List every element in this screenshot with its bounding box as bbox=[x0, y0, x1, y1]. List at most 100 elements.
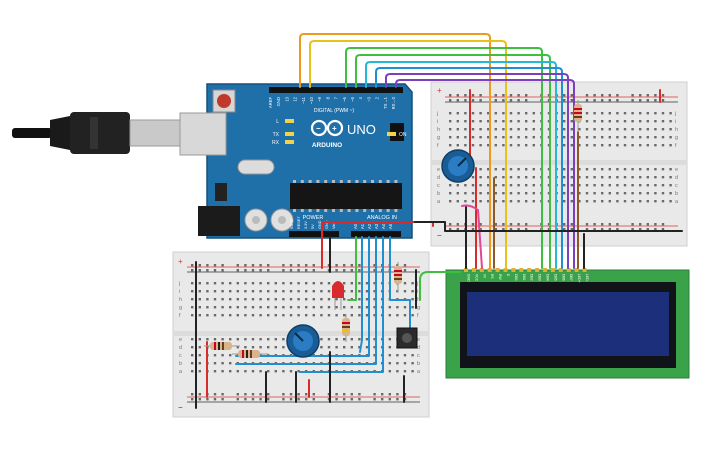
terminal-hole bbox=[631, 200, 634, 203]
terminal-hole bbox=[373, 338, 376, 341]
terminal-hole bbox=[654, 120, 657, 123]
rail-hole bbox=[206, 264, 209, 267]
led-body bbox=[332, 281, 344, 298]
terminal-hole bbox=[509, 112, 513, 115]
terminal-hole bbox=[213, 314, 217, 317]
terminal-hole bbox=[639, 128, 642, 131]
row-letter: e bbox=[417, 337, 420, 343]
terminal-hole bbox=[646, 200, 649, 203]
terminal-hole bbox=[593, 112, 596, 115]
rail-hole bbox=[585, 99, 589, 102]
potentiometer-lcd[interactable] bbox=[441, 149, 475, 183]
chip-pin bbox=[332, 209, 335, 212]
analog-pin-label: A0 bbox=[353, 223, 358, 229]
analog-pin-label: A2 bbox=[367, 223, 372, 229]
chip-pin bbox=[332, 180, 335, 183]
rail-hole bbox=[494, 94, 497, 97]
analog-pin-label: A1 bbox=[360, 223, 365, 229]
power-pin-label: 5V bbox=[311, 224, 315, 229]
led-rx-indicator bbox=[285, 140, 294, 144]
terminal-hole bbox=[661, 192, 665, 195]
terminal-hole bbox=[289, 298, 293, 301]
terminal-hole bbox=[563, 112, 566, 115]
rail-hole bbox=[616, 223, 619, 226]
terminal-hole bbox=[411, 306, 414, 309]
terminal-hole bbox=[661, 136, 665, 139]
reset-button[interactable] bbox=[217, 94, 231, 108]
power-pin-label: Vin bbox=[332, 224, 336, 229]
chip-pin bbox=[339, 180, 343, 183]
terminal-hole bbox=[403, 314, 407, 317]
rail-hole bbox=[494, 228, 497, 231]
row-letter: b bbox=[675, 191, 678, 197]
terminal-hole bbox=[494, 112, 497, 115]
rail-hole bbox=[654, 94, 657, 97]
terminal-hole bbox=[464, 200, 467, 203]
terminal-hole bbox=[509, 168, 513, 171]
terminal-hole bbox=[593, 136, 596, 139]
terminal-hole bbox=[320, 338, 323, 341]
row-letter: e bbox=[675, 167, 678, 173]
rail-hole bbox=[191, 393, 194, 396]
terminal-hole bbox=[343, 338, 346, 341]
terminal-hole bbox=[297, 370, 300, 373]
rail-hole bbox=[305, 393, 308, 396]
bb1-minus-label: − bbox=[437, 231, 442, 240]
usb-plug-metal bbox=[129, 119, 187, 147]
wire-a1-resistor bbox=[359, 236, 363, 353]
terminal-hole bbox=[411, 362, 414, 365]
terminal-hole bbox=[563, 120, 566, 123]
terminal-hole bbox=[236, 306, 239, 309]
terminal-hole bbox=[517, 192, 520, 195]
terminal-hole bbox=[532, 184, 535, 187]
terminal-hole bbox=[509, 176, 513, 179]
terminal-hole bbox=[585, 184, 589, 187]
terminal-hole bbox=[229, 282, 232, 285]
terminal-hole bbox=[601, 136, 604, 139]
rail-hole bbox=[297, 269, 300, 272]
terminal-hole bbox=[494, 184, 497, 187]
terminal-hole bbox=[244, 370, 247, 373]
lcd-pin-label: DB7 bbox=[569, 274, 573, 281]
terminal-hole bbox=[456, 144, 459, 147]
potentiometer-input[interactable] bbox=[286, 324, 320, 358]
terminal-hole bbox=[343, 306, 346, 309]
resistor-led-band-2 bbox=[342, 326, 350, 328]
wire-a4-pot bbox=[299, 236, 384, 373]
push-button[interactable] bbox=[396, 327, 418, 349]
rail-hole bbox=[388, 398, 391, 401]
rail-hole bbox=[297, 398, 300, 401]
terminal-hole bbox=[669, 200, 672, 203]
terminal-hole bbox=[221, 298, 224, 301]
resistor-left-1-band-2 bbox=[218, 342, 220, 350]
terminal-hole bbox=[251, 282, 255, 285]
terminal-hole bbox=[327, 338, 331, 341]
terminal-hole bbox=[289, 306, 293, 309]
terminal-hole bbox=[509, 120, 513, 123]
terminal-hole bbox=[244, 290, 247, 293]
terminal-hole bbox=[456, 128, 459, 131]
digital-pin-label: AREF bbox=[268, 97, 273, 109]
row-letter: j bbox=[674, 111, 676, 117]
terminal-hole bbox=[191, 362, 194, 365]
chip-pin bbox=[386, 209, 390, 212]
rail-hole bbox=[471, 228, 475, 231]
terminal-hole bbox=[654, 168, 657, 171]
terminal-hole bbox=[608, 176, 611, 179]
terminal-hole bbox=[646, 128, 649, 131]
digital-pin-label: 13 bbox=[284, 96, 289, 101]
terminal-hole bbox=[221, 290, 224, 293]
digital-header bbox=[269, 87, 403, 93]
rail-hole bbox=[259, 398, 262, 401]
terminal-hole bbox=[661, 128, 665, 131]
terminal-hole bbox=[403, 370, 407, 373]
terminal-hole bbox=[305, 290, 308, 293]
terminal-hole bbox=[639, 184, 642, 187]
terminal-hole bbox=[274, 306, 277, 309]
terminal-hole bbox=[198, 354, 201, 357]
wire-gnd-top-rail bbox=[414, 221, 683, 232]
resistor-left-2-body bbox=[238, 350, 260, 358]
terminal-hole bbox=[206, 290, 209, 293]
